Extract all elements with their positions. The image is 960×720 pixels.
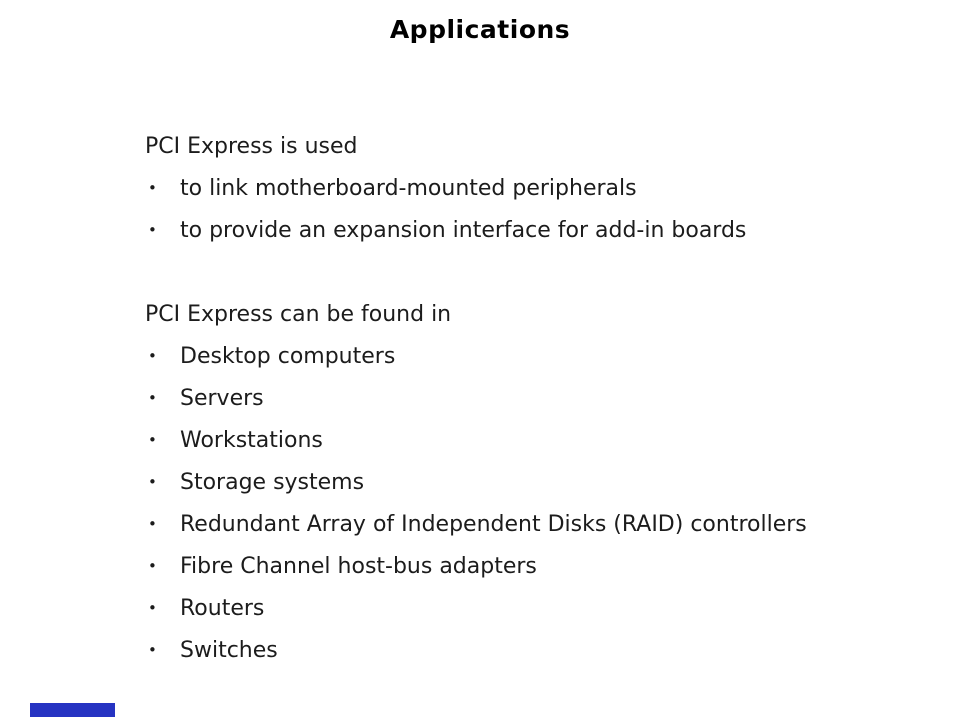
list-item: • to link motherboard-mounted peripheral… — [145, 167, 950, 209]
bullet-text: Redundant Array of Independent Disks (RA… — [180, 511, 807, 537]
list-item: • to provide an expansion interface for … — [145, 209, 950, 251]
bullet-icon: • — [148, 598, 157, 617]
bullet-icon: • — [148, 346, 157, 365]
list-item: • Desktop computers — [145, 335, 950, 377]
section-1-heading: PCI Express is used — [145, 133, 358, 159]
slide-title: Applications — [389, 15, 571, 44]
bullet-icon: • — [148, 472, 157, 491]
bullet-text: Servers — [180, 385, 264, 411]
list-item: • Routers — [145, 587, 950, 629]
list-item: • Servers — [145, 377, 950, 419]
blank-line — [145, 251, 950, 293]
bullet-icon: • — [148, 556, 157, 575]
bullet-text: to link motherboard-mounted peripherals — [180, 175, 637, 201]
list-item: • Storage systems — [145, 461, 950, 503]
bullet-icon: • — [148, 178, 157, 197]
bullet-icon: • — [148, 388, 157, 407]
bullet-icon: • — [148, 640, 157, 659]
bottom-left-decoration-bar — [30, 703, 115, 717]
bullet-icon: • — [148, 430, 157, 449]
section-2-heading: PCI Express can be found in — [145, 301, 452, 327]
bullet-text: Fibre Channel host-bus adapters — [180, 553, 537, 579]
list-item: • Workstations — [145, 419, 950, 461]
bullet-text: Switches — [180, 637, 278, 663]
slide-body: PCI Express is used • to link motherboar… — [145, 125, 950, 671]
list-item: • Fibre Channel host-bus adapters — [145, 545, 950, 587]
bullet-text: Desktop computers — [180, 343, 396, 369]
bullet-text: to provide an expansion interface for ad… — [180, 217, 747, 243]
list-item: • Switches — [145, 629, 950, 671]
bullet-text: Storage systems — [180, 469, 365, 495]
bullet-icon: • — [148, 220, 157, 239]
bullet-text: Workstations — [180, 427, 323, 453]
list-item: • Redundant Array of Independent Disks (… — [145, 503, 950, 545]
bullet-text: Routers — [180, 595, 265, 621]
bullet-icon: • — [148, 514, 157, 533]
